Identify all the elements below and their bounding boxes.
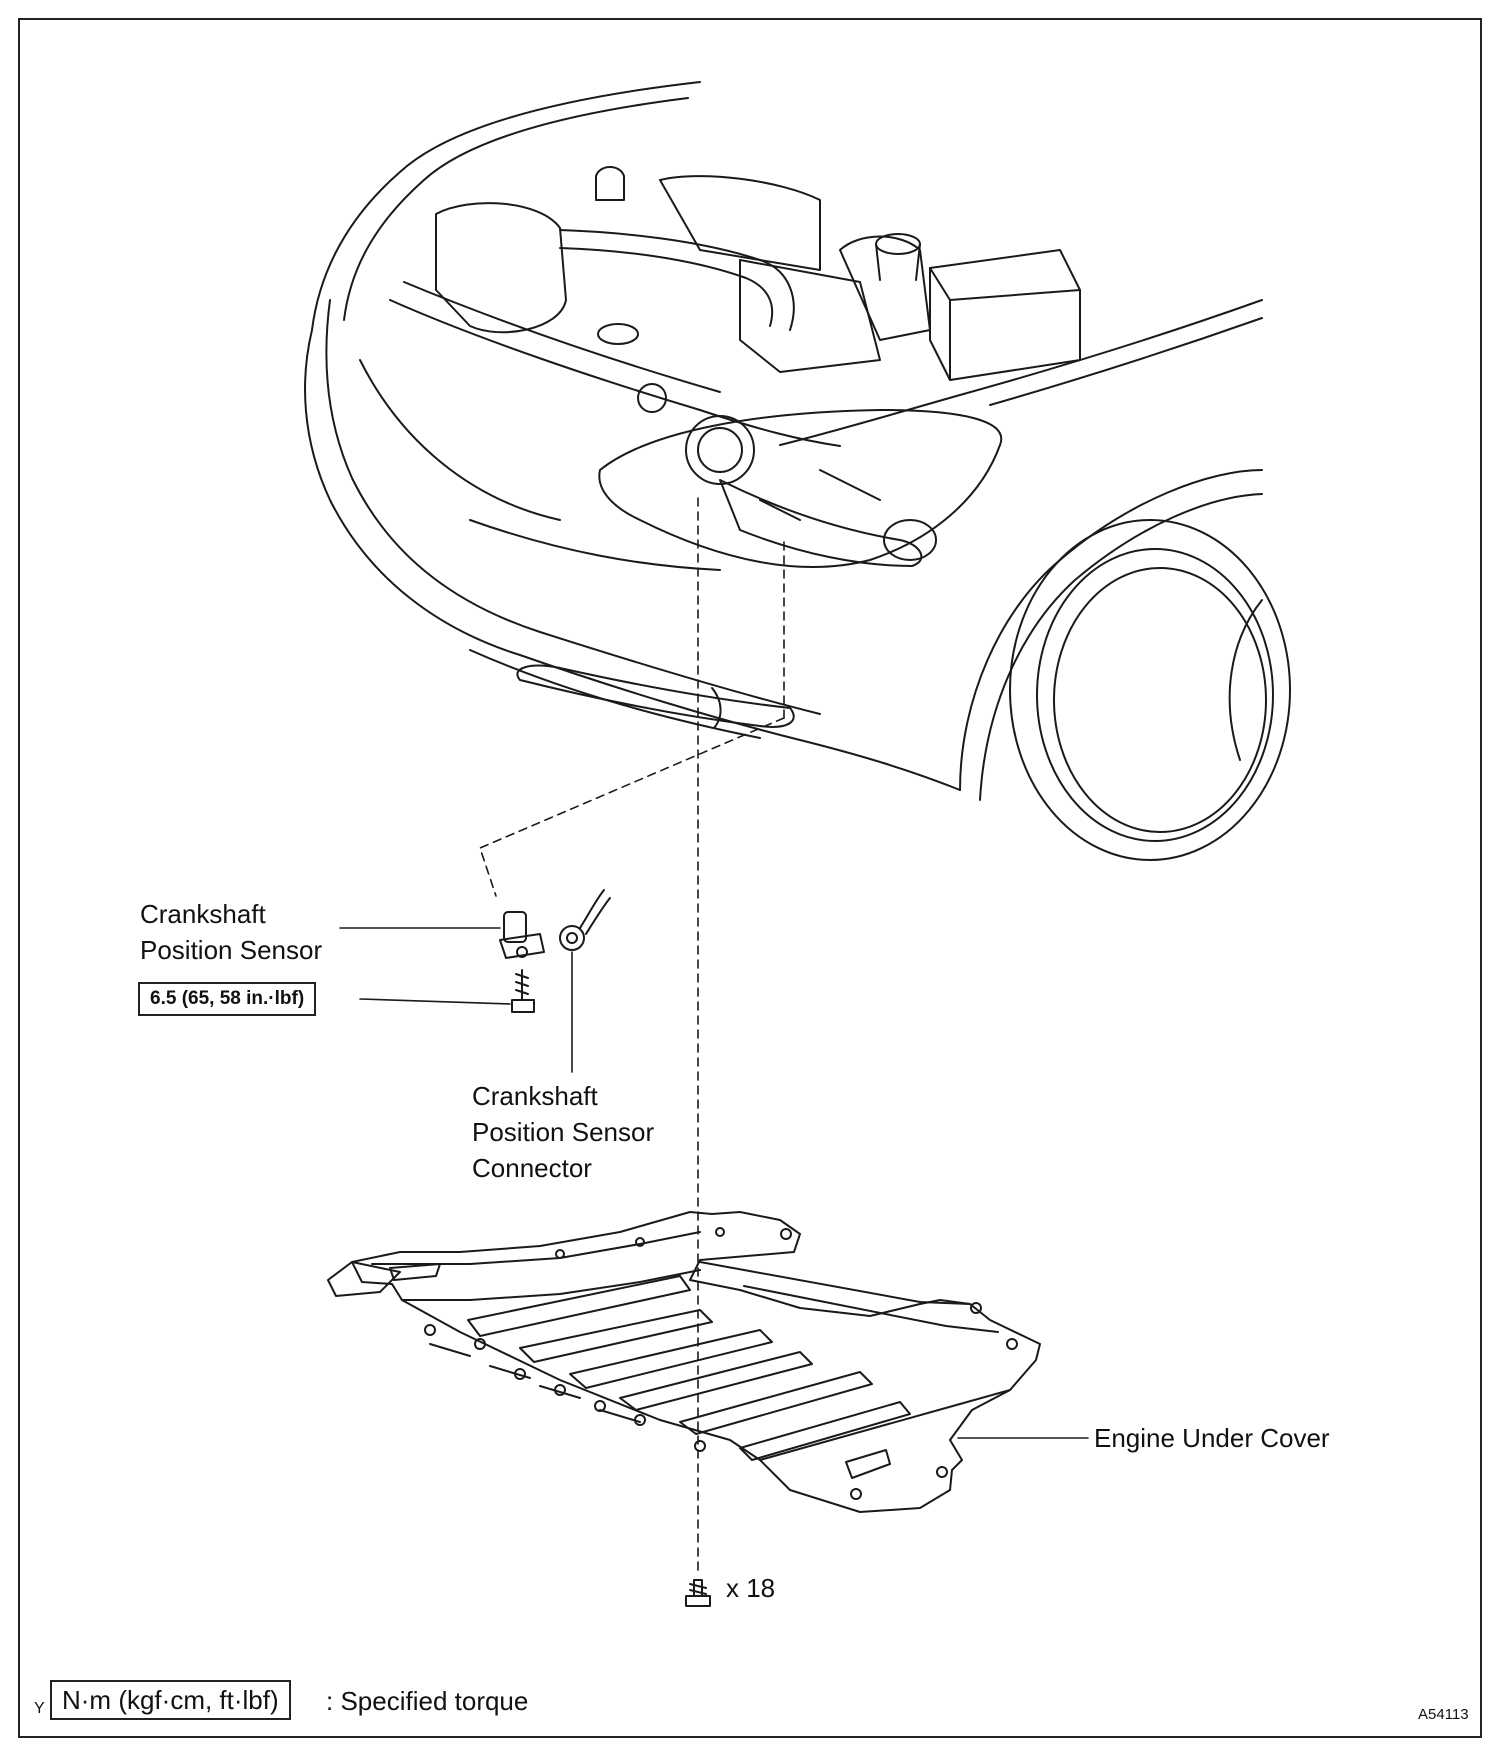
engine-under-cover [327,1211,1041,1513]
sensor-connector-label-line1: Crankshaft [472,1081,598,1111]
crankshaft-position-sensor [499,911,545,959]
legend-description: : Specified torque [326,1686,529,1716]
vehicle-front-drawing [304,81,1291,861]
crankshaft-sensor-label-line2: Position Sensor [140,935,323,965]
crankshaft-sensor-label-line1: Crankshaft [140,899,266,929]
torque-spec-box: 6.5 (65, 58 in.·lbf) [138,982,317,1016]
bolt-quantity-label: x 18 [726,1573,776,1603]
sensor-connector-label-line3: Connector [472,1153,592,1183]
legend-unit-box: N·m (kgf·cm, ft·lbf) [50,1680,291,1720]
sensor-connector [559,889,611,951]
figure-frame [18,18,1482,1738]
sensor-bolt [511,969,535,1013]
crankshaft-sensor-label: Crankshaft Position Sensor [140,896,322,968]
leader-dashed-lines [479,497,785,1576]
sensor-connector-label: Crankshaft Position Sensor Connector [472,1078,654,1186]
sensor-connector-label-line2: Position Sensor [472,1117,655,1147]
leader-lines [339,927,1089,1439]
legend-corner-mark: Y [34,1700,45,1717]
cover-bolt-icon [685,1579,711,1607]
figure-id: A54113 [1418,1706,1469,1723]
engine-under-cover-label: Engine Under Cover [1094,1423,1330,1453]
